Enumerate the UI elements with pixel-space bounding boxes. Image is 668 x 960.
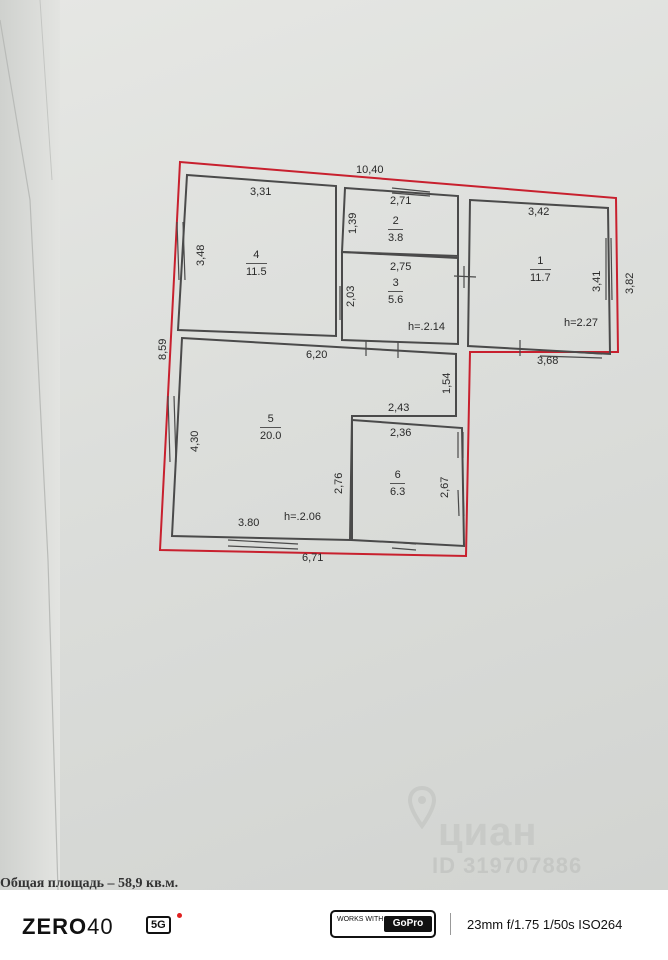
- room-6-wall: [351, 418, 466, 548]
- dim-room4-top: 3,31: [250, 186, 272, 198]
- room-2-wall: [340, 186, 459, 258]
- red-dot-icon: [177, 913, 182, 918]
- 5g-badge: 5G: [146, 916, 171, 934]
- plan-outline: [158, 160, 620, 558]
- room-area: 3.8: [388, 232, 404, 244]
- room-4-wall: [176, 173, 337, 338]
- dim-room6-top: 2,36: [390, 427, 412, 439]
- total-area-text: Общая площадь – 58,9 кв.м.: [0, 876, 179, 890]
- dim-room3-left: 2,03: [345, 285, 357, 307]
- works-with-text: WORKS WITH: [337, 916, 384, 923]
- dim-room2-top: 2,71: [390, 195, 412, 207]
- room-area: 11.5: [246, 266, 267, 278]
- dim-room4-left: 3,48: [195, 244, 207, 266]
- room-5-label: 5 20.0: [260, 414, 282, 442]
- dim-step-top: 2,43: [388, 402, 410, 414]
- dim-room2-left: 1,39: [347, 212, 359, 234]
- dim-room1-bottom: 3,68: [537, 355, 559, 367]
- room-2-label: 2 3.8: [388, 216, 404, 244]
- height-room3: h=.2.14: [408, 321, 446, 333]
- height-room5: h=.2.06: [284, 511, 322, 523]
- room-area: 11.7: [530, 272, 551, 284]
- dim-left-total: 8,59: [157, 338, 169, 360]
- brand-number: 40: [87, 914, 114, 939]
- room-number: 5: [260, 414, 282, 428]
- room-6-label: 6 6.3: [390, 470, 406, 498]
- location-pin-icon: [408, 786, 436, 830]
- dim-room5-top: 6,20: [306, 349, 328, 361]
- dim-bottom-total: 6,71: [302, 552, 324, 564]
- room-4-label: 4 11.5: [246, 250, 267, 278]
- room-3-wall: [341, 250, 459, 346]
- camera-footer: [0, 890, 668, 960]
- brand-word: ZERO: [22, 914, 88, 939]
- dim-right-total: 3,82: [624, 272, 636, 294]
- height-room1: h=2.27: [564, 317, 598, 329]
- dim-room5-left: 4,30: [189, 430, 201, 452]
- room-number: 3: [388, 278, 404, 292]
- room-1-wall: [466, 198, 612, 356]
- footer-divider: [450, 913, 451, 935]
- gopro-logo: GoPro: [384, 916, 432, 932]
- dim-room3-top: 2,75: [390, 261, 412, 273]
- room-number: 2: [388, 216, 404, 230]
- watermark-id: ID 319707886: [432, 853, 583, 878]
- room-5-wall: [170, 336, 457, 542]
- gopro-badge: WORKS WITH GoPro: [330, 910, 436, 938]
- room-number: 6: [390, 470, 406, 484]
- dim-room6-right: 2,67: [439, 476, 451, 498]
- dim-room1-top: 3,42: [528, 206, 550, 218]
- room-area: 6.3: [390, 486, 406, 498]
- room-number: 1: [530, 256, 551, 270]
- dim-room5-inner: 2,76: [333, 472, 345, 494]
- room-3-label: 3 5.6: [388, 278, 404, 306]
- dim-room5-bottom: 3.80: [238, 517, 260, 529]
- exif-info: 23mm f/1.75 1/50s ISO264: [467, 917, 623, 932]
- dim-step-right: 1,54: [441, 372, 453, 394]
- paper-edge: [0, 0, 59, 890]
- watermark-brand: циан: [438, 810, 538, 854]
- room-1-label: 1 11.7: [530, 256, 551, 284]
- room-number: 4: [246, 250, 267, 264]
- floor-plan-photo: 10,40 3,31 2,71 3,42 3,48 1,39 2,75 2,03…: [0, 0, 668, 890]
- room-area: 20.0: [260, 430, 282, 442]
- dim-top-total: 10,40: [356, 164, 384, 176]
- floor-plan-drawing: [158, 160, 620, 558]
- room-area: 5.6: [388, 294, 404, 306]
- dim-room1-right: 3,41: [591, 270, 603, 292]
- phone-brand: ZERO40: [22, 914, 114, 940]
